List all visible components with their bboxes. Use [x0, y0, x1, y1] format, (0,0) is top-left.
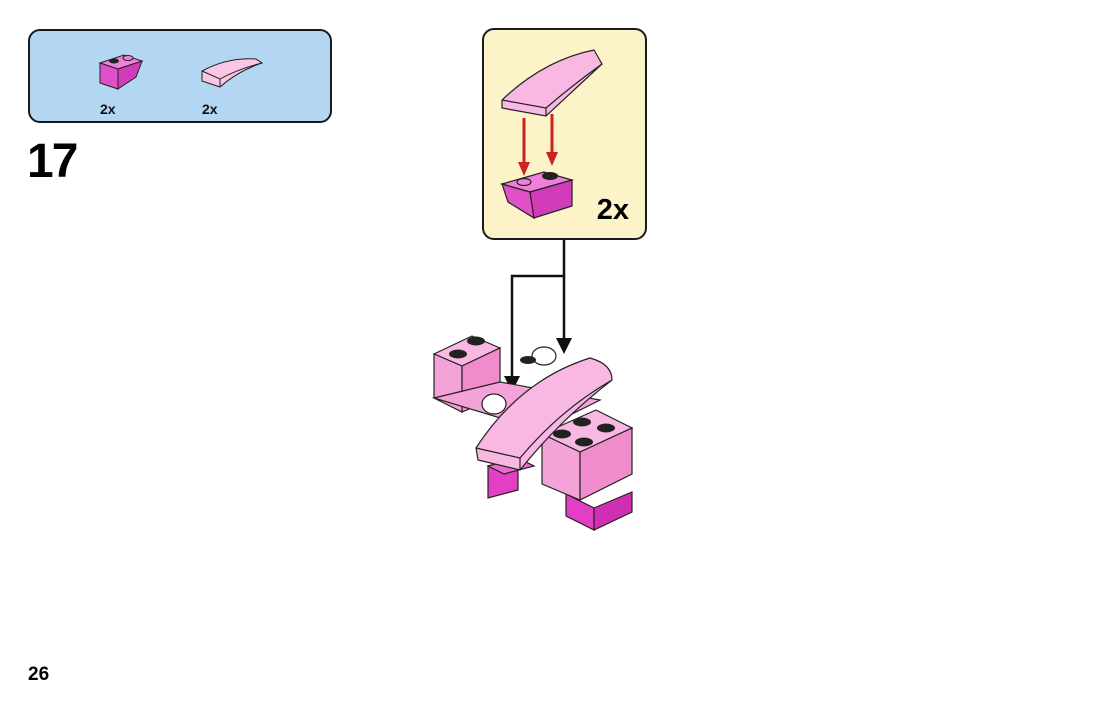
- part-quantity: 2x: [100, 101, 116, 117]
- inverted-slope-brick-icon: [98, 54, 144, 90]
- page-number: 26: [28, 664, 50, 685]
- right-leg: [565, 491, 633, 531]
- subassembly-illustration: [499, 49, 603, 220]
- subassembly-callout: 2x: [482, 28, 647, 240]
- subassembly-quantity: 2x: [596, 194, 629, 226]
- parts-list-panel: 2x 2x: [28, 29, 332, 123]
- wheel-icon: [531, 346, 557, 366]
- curved-slope-wing: [475, 357, 613, 471]
- part-item-inverted-slope: 2x: [92, 41, 172, 121]
- curved-slope-plate-icon: [201, 58, 264, 88]
- connector-arrow-left: [510, 240, 566, 382]
- part-quantity: 2x: [202, 101, 218, 117]
- front-right-brick: [540, 409, 634, 501]
- step-number: 17: [27, 135, 78, 188]
- wheel-icon: [481, 393, 507, 415]
- part-item-curved-slope: 2x: [198, 41, 278, 121]
